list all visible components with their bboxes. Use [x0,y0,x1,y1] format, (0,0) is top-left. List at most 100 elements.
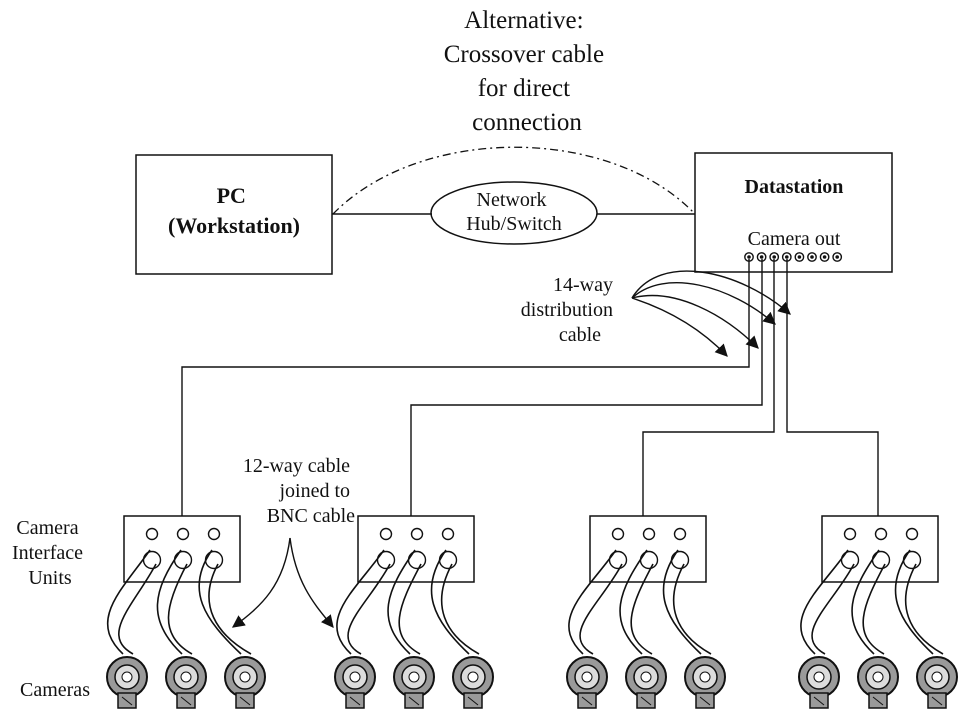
datastation-box [694,152,893,273]
cameras-label: Cameras [20,679,90,701]
camera-lens-center [121,671,133,683]
unit-small-connector [905,527,919,541]
bnc-cable [619,549,648,655]
camera-icon [857,656,899,709]
hub-label: Network Hub/Switch [466,189,562,235]
camera-icon [224,656,266,709]
camera-icon [684,656,726,709]
camera-mount-detail [349,696,361,706]
twelve-way-arrows [231,537,334,628]
bnc-cables [106,549,944,655]
camera-mount-detail [180,696,192,706]
camera-icon [106,656,148,709]
camera-lens-center [640,671,652,683]
bnc-connector [608,550,628,570]
camera-mount-detail [121,696,133,706]
camera-lens-center [349,671,361,683]
camera-lens-center [467,671,479,683]
interface-unit [821,515,939,583]
unit-small-connector [207,527,221,541]
bnc-cable [336,549,385,655]
camera-mount-detail [581,696,593,706]
bnc-cable [862,563,886,655]
bnc-connector [407,550,427,570]
camera-lens-center [931,671,943,683]
camera-mount-detail [699,696,711,706]
bnc-cable [800,549,849,655]
camera-icon [334,656,376,709]
camera-icon [625,656,667,709]
camera-out-port-pin [772,255,776,259]
bnc-connector [142,550,162,570]
bnc-cable [156,549,183,655]
interface-units [123,515,939,583]
bnc-connector [173,550,193,570]
camera-icon [916,656,958,709]
bnc-cable [198,549,242,655]
bnc-connector [438,550,458,570]
bnc-connector [204,550,224,570]
bnc-connector [639,550,659,570]
bnc-cable [387,549,416,655]
distribution-arrows [631,270,791,357]
bnc-cable [905,563,944,655]
camera-lens-center [239,671,251,683]
interface-unit [589,515,707,583]
camera-icon [566,656,608,709]
camera-out-port-pin [810,255,814,259]
bnc-cable [118,563,157,655]
camera-icon [165,656,207,709]
camera-icon [452,656,494,709]
distribution-cable-1 [181,259,750,516]
bnc-cable [208,563,252,655]
camera-lens-center [581,671,593,683]
unit-small-connector [176,527,190,541]
bnc-cable [673,563,712,655]
datastation-label: Datastation [745,176,844,198]
bnc-cable [662,549,702,655]
bnc-cable [106,549,151,655]
distribution-label: 14-way distribution cable [521,274,618,346]
distribution-cable-4 [786,259,879,516]
camera-mount-detail [813,696,825,706]
bnc-connector [376,550,396,570]
bnc-cable [430,549,470,655]
camera-out-port-pin [747,255,751,259]
bnc-cable [579,563,623,655]
camera-mount-detail [872,696,884,706]
unit-small-connector [410,527,424,541]
unit-small-connector [843,527,857,541]
camera-icon [798,656,840,709]
unit-small-connector [441,527,455,541]
camera-mount-detail [467,696,479,706]
unit-small-connector [874,527,888,541]
cameras [106,656,958,709]
interface-units-label: Camera Interface Units [12,517,88,589]
camera-icon [393,656,435,709]
camera-lens-center [813,671,825,683]
camera-out-port-pin [835,255,839,259]
camera-lens-center [699,671,711,683]
bnc-cable [894,549,934,655]
camera-out-port-pin [797,255,802,259]
camera-out-port-pin [822,255,827,259]
bnc-cable [851,549,880,655]
alternative-label: Alternative: Crossover cable for direct … [444,7,611,136]
camera-out-ports [744,252,843,262]
camera-out-label: Camera out [748,228,841,250]
bnc-cable [568,549,617,655]
unit-small-connector [642,527,656,541]
distribution-cable-3 [642,259,775,516]
bnc-cable [347,563,391,655]
unit-small-connector [673,527,687,541]
camera-lens-center [180,671,192,683]
camera-lens-center [408,671,420,683]
camera-out-port-pin [759,255,764,259]
interface-unit [357,515,475,583]
bnc-connector [902,550,922,570]
bnc-connector [670,550,690,570]
camera-lens-center [872,671,884,683]
bnc-connector [840,550,860,570]
camera-mount-detail [640,696,652,706]
